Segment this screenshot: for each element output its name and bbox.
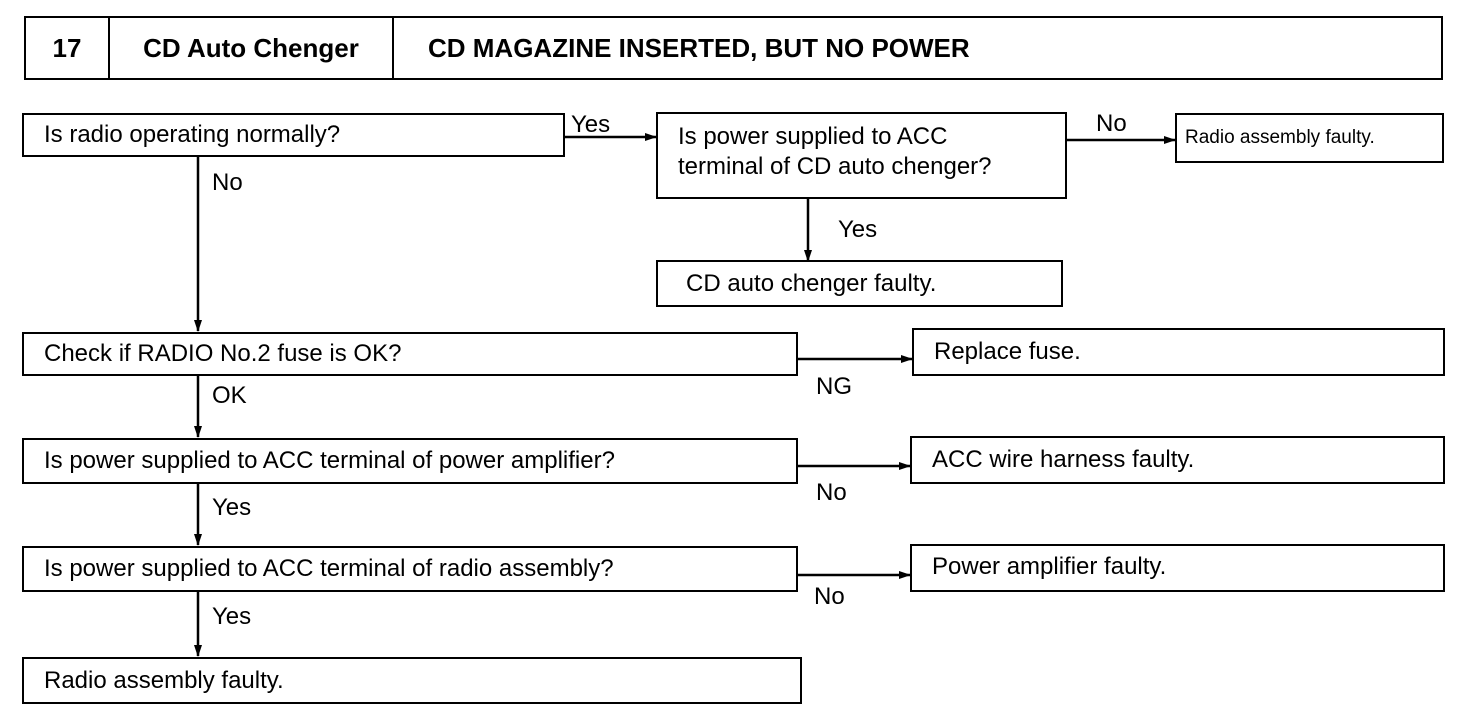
question-acc-radio-assembly: Is power supplied to ACC terminal of rad… [22,546,798,592]
label-no-radio-acc: No [814,583,845,610]
header-category: CD Auto Chenger [110,18,394,78]
question-fuse-check: Check if RADIO No.2 fuse is OK? [22,332,798,376]
label-ng-fuse: NG [816,373,852,400]
label-no-amp: No [816,479,847,506]
question-acc-cd-changer: Is power supplied to ACC terminal of CD … [656,112,1067,199]
result-acc-wire-harness-faulty: ACC wire harness faulty. [910,436,1445,484]
question-radio-normal: Is radio operating normally? [22,113,565,157]
result-replace-fuse: Replace fuse. [912,328,1445,376]
result-cd-changer-faulty: CD auto chenger faulty. [656,260,1063,307]
result-power-amplifier-faulty: Power amplifier faulty. [910,544,1445,592]
header-number: 17 [26,18,110,78]
label-ok-fuse: OK [212,382,247,409]
label-yes-radio: Yes [571,111,611,138]
question-acc-power-amplifier: Is power supplied to ACC terminal of pow… [22,438,798,484]
label-no-radio: No [212,169,243,196]
label-yes-acc-cd: Yes [838,216,878,243]
label-yes-radio-acc: Yes [212,603,252,630]
result-radio-assembly-faulty: Radio assembly faulty. [1175,113,1444,163]
header-table: 17 CD Auto Chenger CD MAGAZINE INSERTED,… [24,16,1443,80]
label-yes-amp: Yes [212,494,252,521]
header-title: CD MAGAZINE INSERTED, BUT NO POWER [428,32,970,63]
result-radio-assembly-faulty-final: Radio assembly faulty. [22,657,802,704]
label-no-acc-cd: No [1096,110,1127,137]
